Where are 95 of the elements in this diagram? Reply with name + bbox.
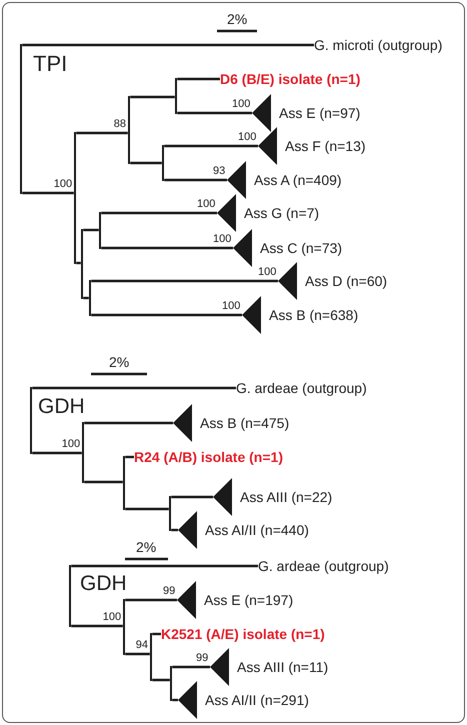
- branch-line: [71, 564, 258, 568]
- clade-label: Ass E (n=197): [204, 592, 294, 608]
- branch-line: [125, 652, 150, 656]
- bootstrap-value: 100: [258, 266, 276, 278]
- vertical-branch-line: [88, 280, 92, 316]
- branch-line: [125, 508, 169, 510]
- clade-label: Ass F (n=13): [285, 138, 366, 154]
- bootstrap-value: 88: [114, 118, 126, 130]
- bootstrap-value: 94: [136, 640, 148, 652]
- collapsed-clade-triangle: [213, 478, 232, 516]
- branch-line: [164, 178, 227, 182]
- collapsed-clade-triangle: [178, 511, 197, 549]
- vertical-branch-line: [168, 496, 172, 532]
- taxon-label: G. microti (outgroup): [314, 37, 442, 54]
- clade-label: Ass D (n=60): [305, 273, 388, 290]
- collapsed-clade-triangle: [233, 229, 252, 267]
- scale-label: 2%: [227, 11, 248, 28]
- vertical-branch-line: [80, 228, 84, 300]
- collapsed-clade-triangle: [242, 296, 261, 334]
- collapsed-clade-triangle: [178, 681, 197, 719]
- isolate-label: K2521 (A/E) isolate (n=1): [161, 626, 325, 642]
- branch-line: [177, 112, 252, 114]
- branch-line: [101, 212, 217, 214]
- bootstrap-value: 100: [222, 300, 240, 312]
- clade-label: Ass AI/II (n=291): [205, 692, 309, 708]
- collapsed-clade-triangle: [210, 648, 229, 686]
- branch-line: [152, 678, 170, 682]
- branch-line: [91, 280, 278, 282]
- branch-line: [172, 666, 210, 668]
- clade-label: Ass A (n=409): [254, 172, 342, 188]
- vertical-branch-line: [150, 632, 152, 682]
- bootstrap-value: 100: [102, 612, 122, 624]
- scale-label: 2%: [109, 354, 130, 370]
- collapsed-clade-triangle: [252, 94, 271, 132]
- collapsed-clade-triangle: [177, 581, 196, 619]
- branch-line: [101, 246, 233, 250]
- taxon-label: G. ardeae (outgroup): [258, 558, 389, 574]
- branch-line: [171, 496, 213, 498]
- vertical-branch-line: [20, 44, 22, 194]
- vertical-branch-line: [30, 386, 32, 454]
- collapsed-clade-triangle: [173, 404, 192, 442]
- isolate-label: D6 (B/E) isolate (n=1): [220, 71, 360, 88]
- branch-line: [32, 386, 236, 390]
- bootstrap-value: 99: [163, 586, 176, 598]
- bootstrap-value: 100: [197, 198, 216, 210]
- clade-label: Ass B (n=475): [200, 415, 290, 432]
- branch-line: [76, 132, 128, 134]
- clade-label: Ass E (n=97): [279, 105, 360, 122]
- branch-line: [32, 452, 82, 454]
- vertical-branch-line: [162, 144, 164, 182]
- gene-label: GDH: [38, 395, 85, 420]
- collapsed-clade-triangle: [217, 194, 236, 232]
- branch-line: [130, 96, 175, 98]
- bootstrap-value: 100: [232, 98, 250, 110]
- bootstrap-value: 99: [196, 652, 208, 664]
- bootstrap-value: 100: [54, 178, 72, 190]
- branch-line: [71, 624, 123, 628]
- vertical-branch-line: [68, 564, 72, 628]
- isolate-label: R24 (A/B) isolate (n=1): [134, 449, 283, 466]
- vertical-branch-line: [174, 78, 178, 114]
- clade-label: Ass AIII (n=22): [240, 489, 332, 506]
- branch-line: [83, 228, 99, 232]
- vertical-branch-line: [74, 132, 76, 264]
- branch-line: [164, 144, 258, 148]
- branch-line: [125, 598, 177, 602]
- clade-label: Ass B (n=638): [269, 307, 358, 324]
- clade-label: Ass AIII (n=11): [237, 659, 328, 676]
- bootstrap-value: 93: [213, 166, 226, 178]
- bootstrap-value: 100: [213, 234, 232, 246]
- taxon-label: G. ardeae (outgroup): [236, 380, 367, 396]
- gene-label: TPI: [33, 50, 68, 76]
- clade-label: Ass C (n=73): [260, 240, 342, 256]
- clade-label: Ass AI/II (n=440): [205, 522, 309, 538]
- branch-line: [177, 78, 220, 80]
- gene-label: GDH: [80, 572, 127, 596]
- collapsed-clade-triangle: [278, 262, 297, 300]
- bootstrap-value: 100: [62, 438, 80, 450]
- vertical-branch-line: [170, 666, 172, 702]
- branch-line: [84, 480, 123, 484]
- branch-line: [91, 314, 242, 316]
- branch-line: [130, 162, 162, 164]
- vertical-branch-line: [128, 96, 130, 164]
- bootstrap-value: 100: [238, 132, 256, 144]
- scale-label: 2%: [136, 539, 156, 556]
- collapsed-clade-triangle: [227, 161, 246, 199]
- vertical-branch-line: [122, 598, 126, 656]
- branch-line: [22, 44, 314, 46]
- clade-label: Ass G (n=7): [244, 205, 320, 222]
- branch-line: [76, 262, 81, 264]
- vertical-branch-line: [98, 212, 102, 250]
- vertical-branch-line: [122, 456, 126, 510]
- vertical-branch-line: [82, 422, 84, 484]
- branch-line: [22, 192, 74, 194]
- collapsed-clade-triangle: [258, 127, 277, 165]
- branch-line: [84, 422, 173, 424]
